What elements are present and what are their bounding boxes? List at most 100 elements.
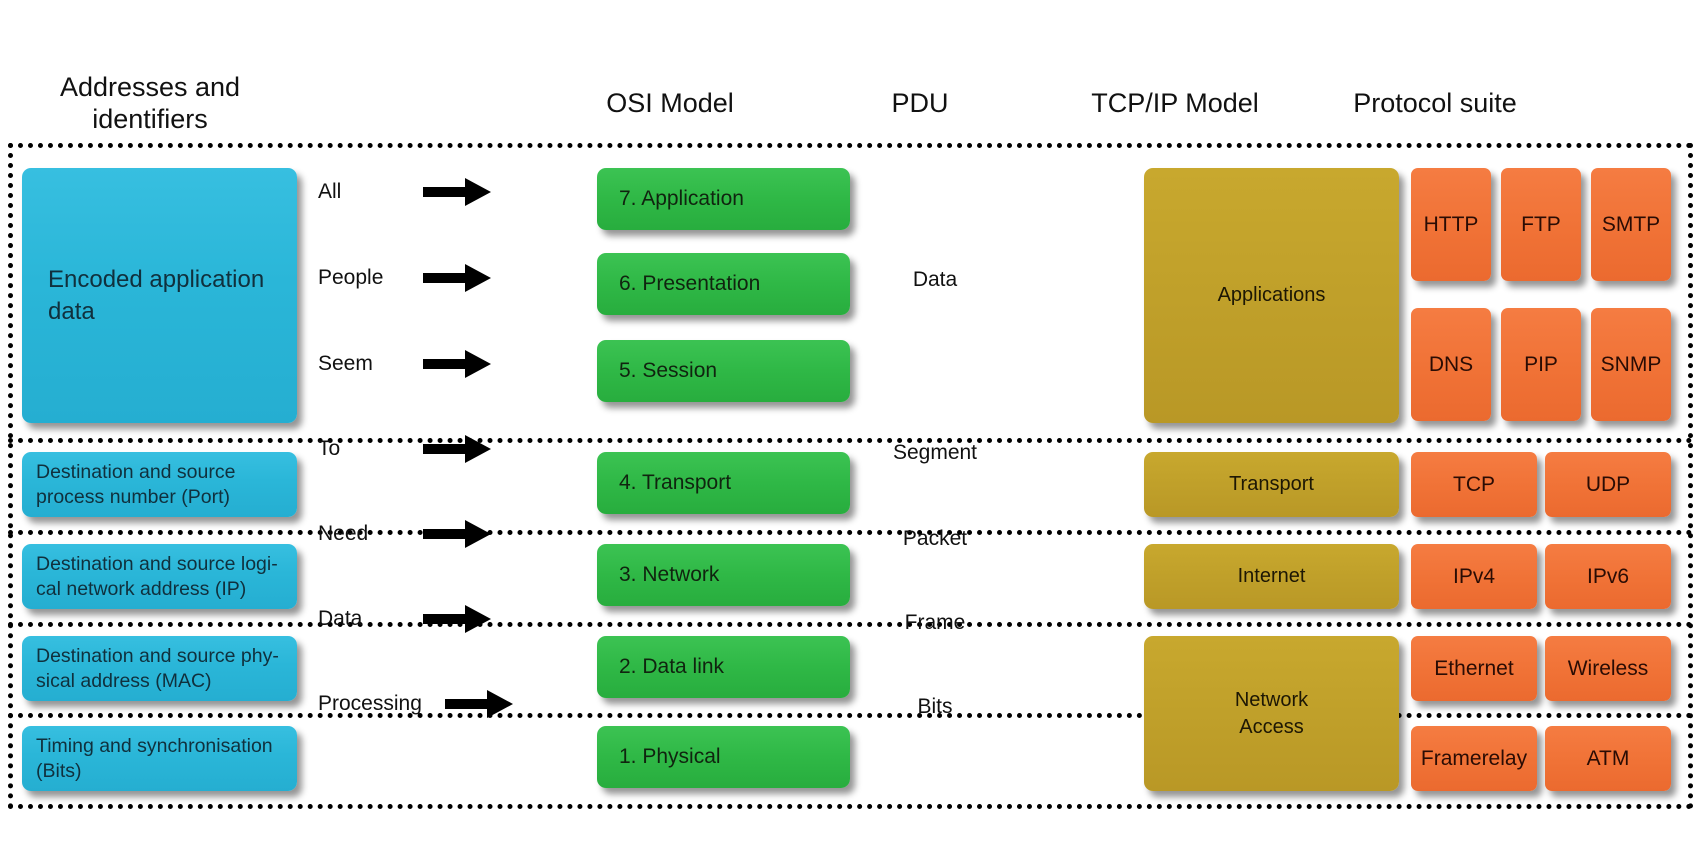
right-arrow-icon	[445, 690, 513, 718]
right-arrow-icon	[423, 520, 491, 548]
protocol-box-tcp[interactable]: TCP	[1411, 452, 1537, 517]
osi-layer-label: 5. Session	[619, 359, 718, 382]
header-pdu: PDU	[891, 88, 949, 118]
osi-layer-label: 7. Application	[619, 187, 744, 210]
tcpip-layer-network-access[interactable]: Network Access	[1144, 636, 1399, 791]
right-arrow-icon	[423, 264, 491, 292]
osi-layer-presentation[interactable]: 6. Presentation	[597, 253, 850, 315]
mnemonic-people: People	[318, 264, 383, 292]
tcpip-layer-internet[interactable]: Internet	[1144, 544, 1399, 609]
right-arrow-icon	[423, 178, 491, 206]
address-box-encoded-application-data[interactable]: Encoded application data	[22, 168, 297, 423]
tcpip-layer-transport[interactable]: Transport	[1144, 452, 1399, 517]
protocol-box-ftp[interactable]: FTP	[1501, 168, 1581, 281]
protocol-box-wireless[interactable]: Wireless	[1545, 636, 1671, 701]
protocol-box-atm[interactable]: ATM	[1545, 726, 1671, 791]
osi-layer-label: 2. Data link	[619, 655, 725, 678]
pdu-label: Segment	[892, 441, 978, 464]
pdu-label: Data	[912, 268, 958, 291]
osi-layer-network[interactable]: 3. Network	[597, 544, 850, 606]
tcpip-layer-applications[interactable]: Applications	[1144, 168, 1399, 423]
protocol-box-ipv6[interactable]: IPv6	[1545, 544, 1671, 609]
osi-layer-application[interactable]: 7. Application	[597, 168, 850, 230]
address-box-label: Destination and source process number (P…	[36, 460, 236, 508]
tcpip-layer-label: Network Access	[1234, 688, 1309, 738]
mnemonic-processing: Processing	[318, 690, 422, 718]
mnemonic-label: Data	[318, 607, 363, 630]
protocol-box-ipv4[interactable]: IPv4	[1411, 544, 1537, 609]
frame-right-border	[1688, 143, 1693, 809]
osi-layer-label: 1. Physical	[619, 745, 721, 768]
protocol-label: SNMP	[1600, 352, 1662, 376]
protocol-box-udp[interactable]: UDP	[1545, 452, 1671, 517]
protocol-label: Framerelay	[1420, 746, 1528, 770]
address-box-label: Timing and synchronisation (Bits)	[36, 734, 273, 782]
osi-layer-label: 6. Presentation	[619, 272, 761, 295]
address-box-mac[interactable]: Destination and source phy-sical address…	[22, 636, 297, 701]
header-tcpip-model: TCP/IP Model	[1091, 88, 1259, 118]
protocol-label: FTP	[1521, 212, 1561, 236]
osi-layer-label: 3. Network	[619, 563, 720, 586]
protocol-box-snmp[interactable]: SNMP	[1591, 308, 1671, 421]
protocol-label: PIP	[1524, 352, 1558, 376]
protocol-label: HTTP	[1423, 212, 1479, 236]
frame-bottom-border	[8, 804, 1693, 809]
osi-layer-data-link[interactable]: 2. Data link	[597, 636, 850, 698]
protocol-box-pip[interactable]: PIP	[1501, 308, 1581, 421]
protocol-box-http[interactable]: HTTP	[1411, 168, 1491, 281]
address-box-port[interactable]: Destination and source process number (P…	[22, 452, 297, 517]
mnemonic-seem: Seem	[318, 350, 373, 378]
tcpip-layer-label: Internet	[1237, 565, 1306, 587]
protocol-label: IPv4	[1452, 564, 1496, 588]
pdu-segment: Segment	[855, 438, 1015, 468]
address-box-ip[interactable]: Destination and source logi-cal network …	[22, 544, 297, 609]
row-separator-internet-datalink	[8, 622, 1693, 627]
mnemonic-label: Seem	[318, 352, 373, 375]
header-addresses: Addresses and identifiers	[59, 72, 241, 134]
pdu-label: Packet	[902, 527, 968, 550]
osi-layer-session[interactable]: 5. Session	[597, 340, 850, 402]
row-separator-application-transport	[8, 438, 1693, 443]
protocol-label: UDP	[1585, 472, 1631, 496]
row-separator-datalink-physical	[8, 713, 1693, 718]
mnemonic-label: All	[318, 180, 342, 203]
address-box-label: Destination and source phy-sical address…	[36, 644, 279, 692]
right-arrow-icon	[423, 435, 491, 463]
mnemonic-need: Need	[318, 520, 368, 548]
protocol-box-dns[interactable]: DNS	[1411, 308, 1491, 421]
right-arrow-icon	[423, 605, 491, 633]
frame-top-border	[8, 143, 1693, 148]
protocol-label: Wireless	[1567, 656, 1649, 680]
protocol-label: DNS	[1428, 352, 1474, 376]
protocol-label: Ethernet	[1434, 656, 1514, 680]
osi-layer-label: 4. Transport	[619, 471, 732, 494]
pdu-packet: Packet	[855, 524, 1015, 554]
protocol-box-framerelay[interactable]: Framerelay	[1411, 726, 1537, 791]
mnemonic-data: Data	[318, 605, 362, 633]
pdu-bits: Bits	[855, 692, 1015, 722]
mnemonic-label: Need	[318, 522, 369, 545]
osi-layer-transport[interactable]: 4. Transport	[597, 452, 850, 514]
right-arrow-icon	[423, 350, 491, 378]
protocol-label: ATM	[1586, 746, 1630, 770]
pdu-data: Data	[855, 265, 1015, 295]
header-protocol-suite: Protocol suite	[1353, 88, 1517, 118]
protocol-label: SMTP	[1601, 212, 1661, 236]
tcpip-layer-label: Applications	[1217, 284, 1326, 306]
address-box-label: Destination and source logi-cal network …	[36, 552, 278, 600]
protocol-label: IPv6	[1586, 564, 1630, 588]
protocol-box-ethernet[interactable]: Ethernet	[1411, 636, 1537, 701]
address-box-bits[interactable]: Timing and synchronisation (Bits)	[22, 726, 297, 791]
mnemonic-all: All	[318, 178, 341, 206]
pdu-label: Bits	[917, 695, 953, 718]
osi-layer-physical[interactable]: 1. Physical	[597, 726, 850, 788]
tcpip-layer-label: Transport	[1229, 473, 1314, 495]
address-box-label: Encoded application data	[48, 265, 265, 325]
pdu-label: Frame	[904, 611, 966, 634]
mnemonic-label: Processing	[318, 692, 422, 715]
pdu-frame: Frame	[855, 608, 1015, 638]
protocol-label: TCP	[1453, 472, 1495, 496]
protocol-box-smtp[interactable]: SMTP	[1591, 168, 1671, 281]
mnemonic-label: People	[318, 266, 384, 289]
